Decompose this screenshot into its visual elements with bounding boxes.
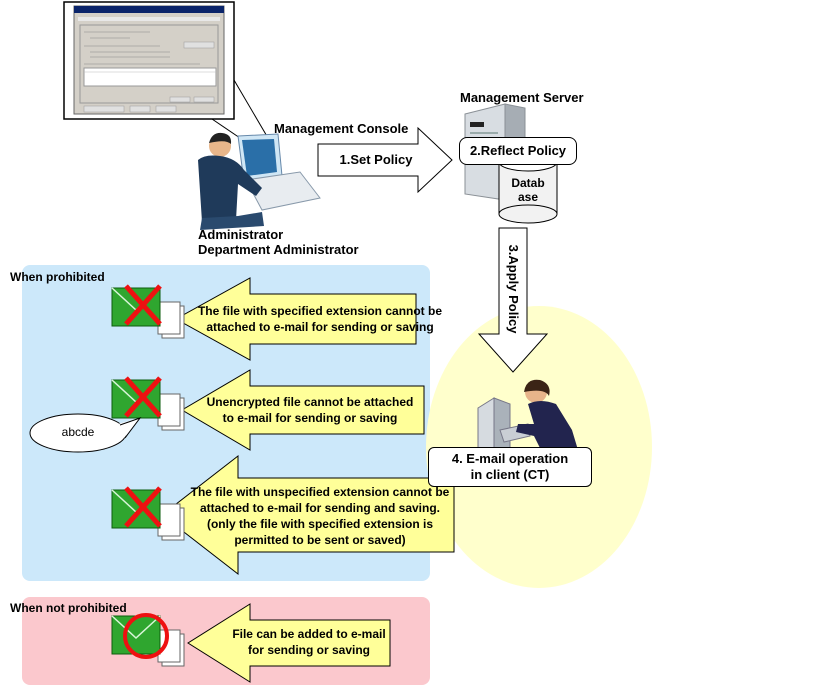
prohibited-item-1-line1: The file with specified extension cannot…: [197, 304, 443, 318]
password-callout-text: abcde: [61, 425, 95, 439]
prohibited-item-2-line1: Unencrypted file cannot be attached: [206, 395, 414, 409]
prohibited-arrow-2: [181, 369, 425, 451]
prohibited-item-3-text: The file with unspecified extension cann…: [170, 484, 470, 548]
prohibited-item-1-text: The file with specified extension cannot…: [180, 303, 460, 335]
administrator-icon: [198, 132, 321, 230]
prohibited-item-2-line2: to e-mail for sending or saving: [222, 411, 398, 425]
blocked-email-icon-2: [111, 376, 185, 431]
prohibited-item-3-line1: The file with unspecified extension cann…: [190, 485, 450, 499]
apply-policy-arrow: [477, 227, 549, 373]
database-label-2: ase: [517, 190, 539, 204]
client-user-icon: [477, 379, 578, 457]
prohibited-item-3-line3: (only the file with specified extension …: [206, 517, 434, 531]
blocked-email-icon-3: [111, 486, 185, 541]
management-server-label: Management Server: [460, 90, 584, 105]
prohibited-item-3-line4: permitted to be sent or saved): [234, 533, 406, 547]
prohibited-item-1-line2: attached to e-mail for sending or saving: [206, 320, 434, 334]
administrator-label: Administrator: [198, 227, 284, 242]
set-policy-label: 1.Set Policy: [339, 152, 413, 167]
allowed-item-line2: for sending or saving: [247, 643, 370, 657]
reflect-policy-box: 2.Reflect Policy: [459, 137, 577, 165]
console-screenshot: [63, 1, 235, 120]
screenshot-connector: [233, 79, 269, 139]
when-not-prohibited-title: When not prohibited: [10, 601, 127, 615]
allowed-item-text: File can be added to e-mail for sending …: [214, 626, 404, 658]
department-administrator-label: Department Administrator: [198, 242, 359, 257]
prohibited-item-3-line2: attached to e-mail for sending and savin…: [199, 501, 441, 515]
email-operation-line1: 4. E-mail operation: [451, 451, 569, 466]
email-operation-box: 4. E-mail operation in client (CT): [428, 447, 592, 487]
blocked-email-icon-1: [111, 284, 185, 339]
database-label-1: Datab: [511, 176, 545, 190]
when-prohibited-title: When prohibited: [10, 270, 105, 284]
prohibited-arrow-1: [174, 277, 417, 361]
management-console-label: Management Console: [274, 121, 409, 136]
allowed-arrow: [187, 603, 391, 683]
set-policy-arrow: [317, 126, 453, 194]
prohibited-item-2-text: Unencrypted file cannot be attached to e…: [190, 394, 430, 426]
password-callout: [29, 413, 142, 453]
allowed-item-line1: File can be added to e-mail: [232, 627, 386, 641]
allowed-email-icon: [111, 613, 185, 667]
email-operation-line2: in client (CT): [470, 467, 550, 482]
apply-policy-label: 3.Apply Policy: [506, 244, 521, 334]
screenshot-connector-2: [211, 118, 241, 139]
